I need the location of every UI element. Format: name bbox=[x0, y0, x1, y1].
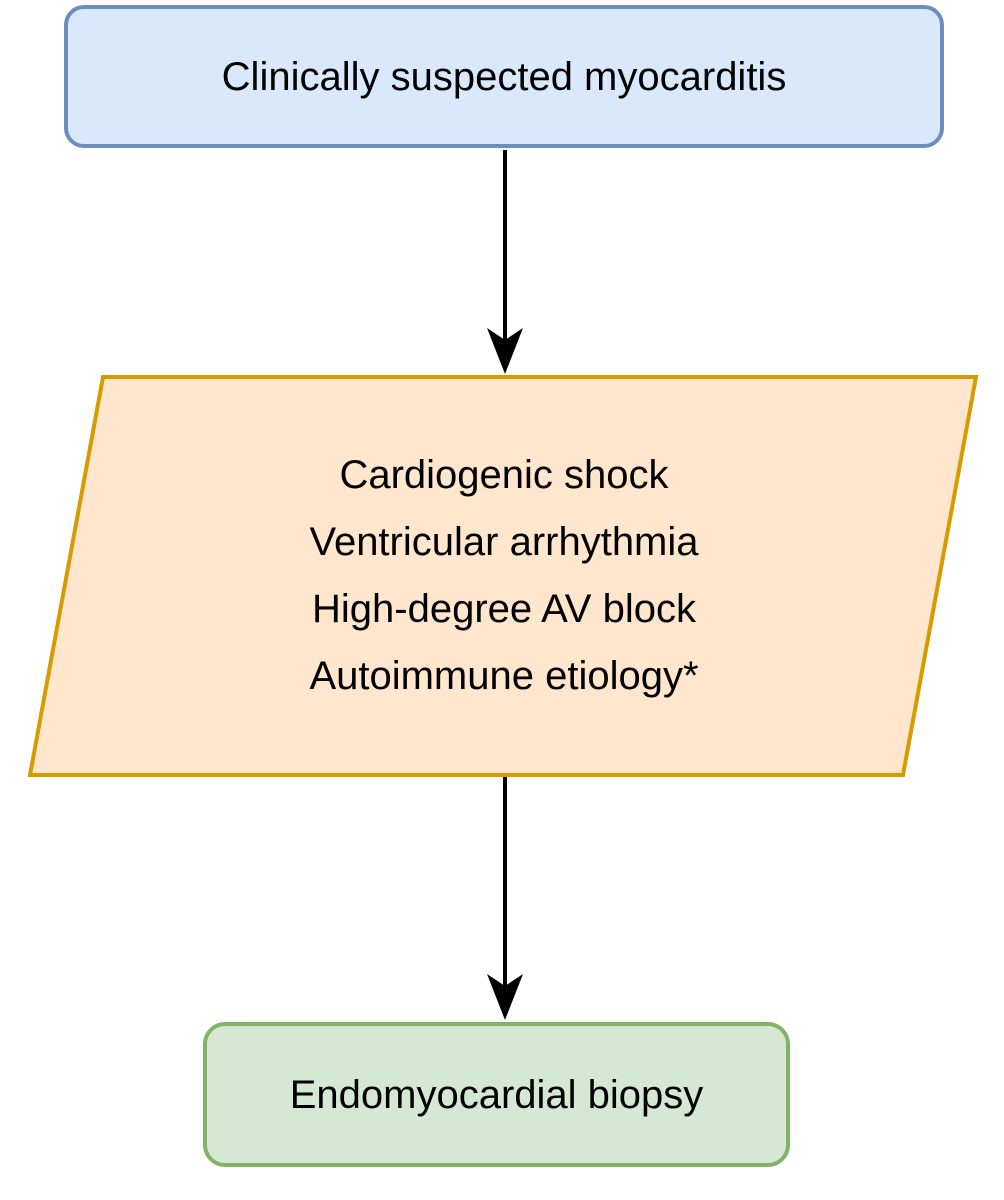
node-endomyocardial-biopsy: Endomyocardial biopsy bbox=[203, 1022, 790, 1167]
arrowhead-icon bbox=[487, 328, 523, 374]
node-clinically-suspected-myocarditis: Clinically suspected myocarditis bbox=[64, 5, 944, 148]
criteria-parallelogram-shape bbox=[27, 375, 979, 777]
node-label: Endomyocardial biopsy bbox=[289, 1072, 704, 1117]
node-label: Clinically suspected myocarditis bbox=[221, 54, 787, 99]
criteria-line: Ventricular arrhythmia bbox=[309, 520, 699, 564]
arrow-suspected-to-criteria bbox=[487, 150, 523, 374]
criteria-line: High-degree AV block bbox=[312, 587, 696, 631]
criteria-line: Cardiogenic shock bbox=[339, 453, 669, 497]
arrowhead-icon bbox=[487, 974, 523, 1020]
criteria-line: Autoimmune etiology* bbox=[309, 654, 699, 698]
node-biopsy-criteria: Cardiogenic shock Ventricular arrhythmia… bbox=[30, 377, 978, 775]
arrow-criteria-to-biopsy bbox=[487, 777, 523, 1020]
